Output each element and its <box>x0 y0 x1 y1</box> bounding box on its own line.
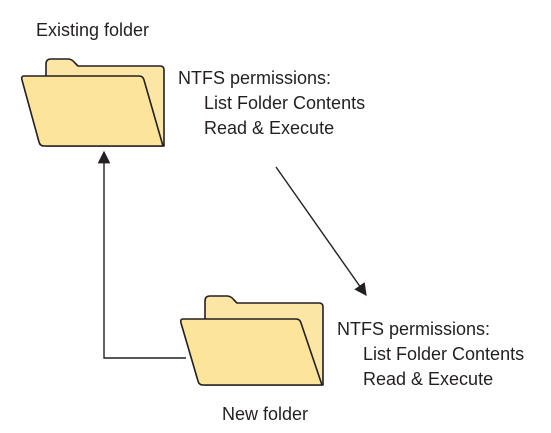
existing-permission-item: List Folder Contents <box>204 93 366 113</box>
existing-folder-icon <box>20 58 165 147</box>
existing-permission-item: Read & Execute <box>204 118 335 138</box>
new-to-existing-arrow <box>97 150 186 359</box>
new-folder-permissions: NTFS permissions: List Folder Contents R… <box>337 317 524 392</box>
existing-permissions-title: NTFS permissions: <box>178 68 332 88</box>
existing-folder-permissions: NTFS permissions: List Folder Contents R… <box>178 66 365 141</box>
existing-folder-label: Existing folder <box>36 20 150 40</box>
new-folder-icon <box>179 295 324 386</box>
permissions-inheritance-arrow <box>275 166 367 297</box>
new-permission-item: Read & Execute <box>363 369 494 389</box>
new-permission-item: List Folder Contents <box>363 344 525 364</box>
new-folder-label: New folder <box>222 404 309 424</box>
new-permissions-title: NTFS permissions: <box>337 319 491 339</box>
